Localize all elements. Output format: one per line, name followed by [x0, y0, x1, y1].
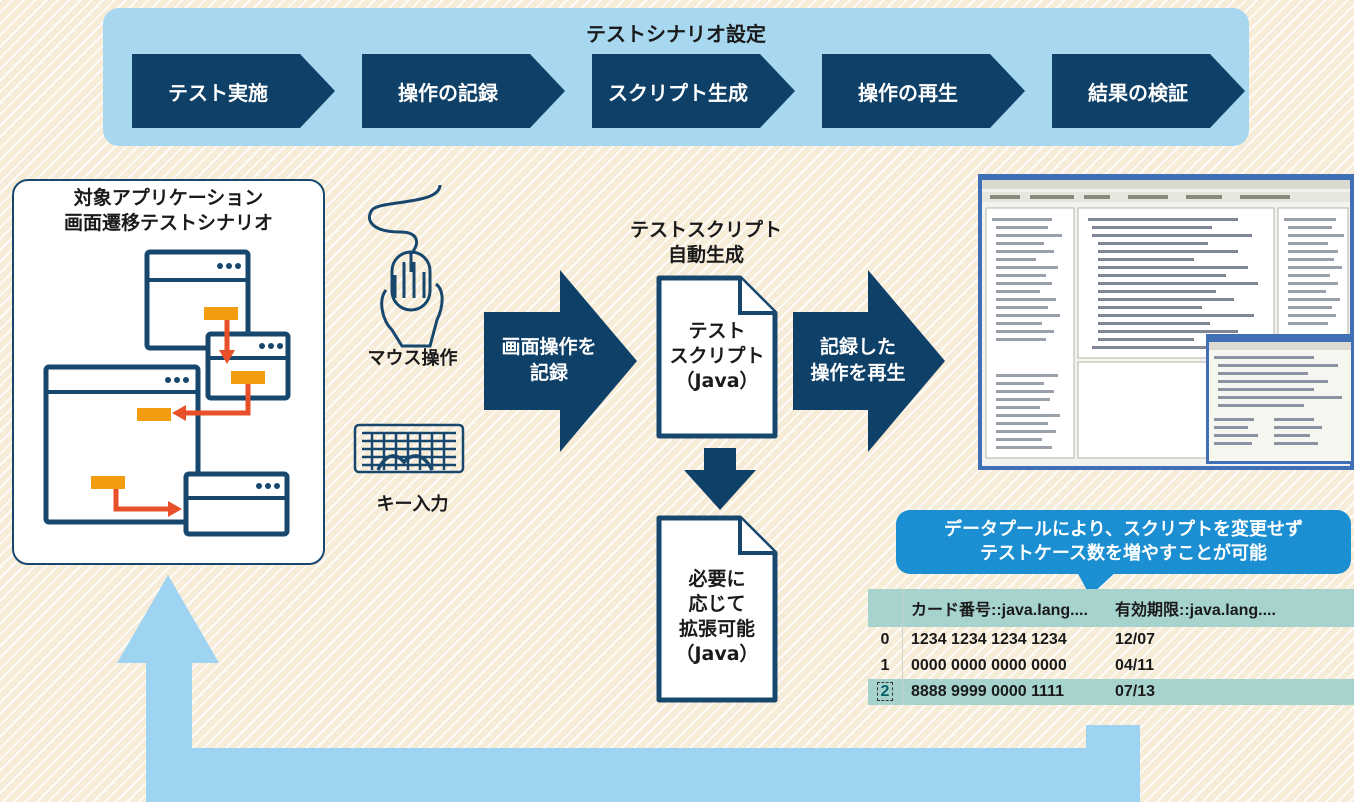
step-label-record: 操作の記録 [398, 80, 498, 105]
script-caption: テストスクリプト 自動生成 [629, 219, 782, 266]
datapool-callout: データプールにより、スクリプトを変更せず テストケース数を増やすことが可能 [896, 510, 1351, 574]
expiry-cell: 07/13 [1107, 679, 1354, 705]
card-number-cell: 8888 9999 0000 1111 [902, 679, 1107, 705]
table-row[interactable]: 0 1234 1234 1234 1234 12/07 [868, 627, 1354, 653]
step-label-replay: 操作の再生 [858, 80, 958, 105]
table-row[interactable]: 1 0000 0000 0000 0000 04/11 [868, 653, 1354, 679]
step-label-generate: スクリプト生成 [608, 80, 748, 105]
keyboard-icon [353, 423, 465, 474]
datapool-table: カード番号::java.lang.... 有効期限::java.lang....… [868, 589, 1354, 705]
script-doc-icon [656, 275, 778, 439]
mouse-hand-icon [368, 184, 444, 348]
target-app-title: 対象アプリケーション 画面遷移テストシナリオ [63, 187, 273, 234]
header-card-number: カード番号::java.lang.... [902, 589, 1107, 627]
header-expiry: 有効期限::java.lang.... [1107, 589, 1354, 627]
key-input-label: キー入力 [376, 494, 449, 515]
extension-doc-icon [656, 515, 778, 703]
step-chevron-2 [362, 54, 565, 128]
step-chevron-1 [132, 54, 335, 128]
step-chevron-5 [1052, 54, 1245, 128]
row-index: 0 [880, 631, 890, 648]
card-number-cell: 1234 1234 1234 1234 [902, 627, 1107, 653]
table-header-row: カード番号::java.lang.... 有効期限::java.lang.... [868, 589, 1354, 627]
row-index: 2 [868, 679, 903, 705]
extension-doc-text: 必要に 応じて 拡張可能 （Java） [675, 568, 759, 665]
script-doc-text: テスト スクリプト （Java） [669, 320, 765, 392]
header-index-cell [868, 589, 903, 627]
expiry-cell: 04/11 [1115, 657, 1155, 674]
step-chevron-3 [592, 54, 795, 128]
down-arrow [684, 448, 756, 510]
card-number-cell: 0000 0000 0000 0000 [902, 653, 1107, 679]
window-icon-1 [144, 249, 251, 351]
expiry-cell: 12/07 [1115, 631, 1156, 648]
step-chevron-4 [822, 54, 1025, 128]
steps-title: テストシナリオ設定 [586, 22, 766, 46]
window-icon-4 [183, 471, 290, 537]
record-arrow-text: 画面操作を 記録 [501, 336, 597, 384]
window-icon-3 [43, 364, 201, 525]
replay-arrow-text: 記録した 操作を再生 [810, 336, 906, 384]
ide-screenshot [978, 174, 1354, 470]
table-row-selected[interactable]: 2 8888 9999 0000 1111 07/13 [868, 679, 1354, 705]
step-label-test: テスト実施 [168, 80, 268, 105]
row-index: 1 [880, 657, 890, 674]
step-label-verify: 結果の検証 [1088, 80, 1188, 105]
mouse-label: マウス操作 [367, 348, 458, 369]
